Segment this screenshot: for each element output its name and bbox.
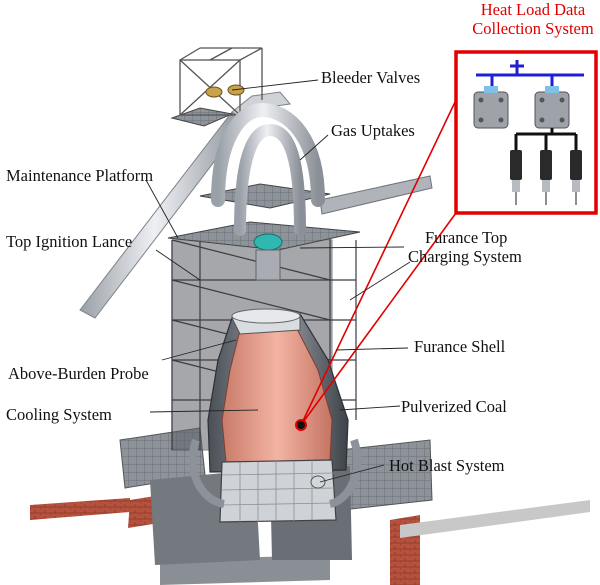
measurement-point-icon: [295, 419, 307, 431]
junction-box-icon: [473, 86, 509, 129]
bleeder-valves: [205, 84, 245, 98]
furnace-hearth: [188, 438, 362, 523]
label-pulverized-coal: Pulverized Coal: [401, 397, 507, 416]
label-bleeder-valves: Bleeder Valves: [321, 68, 421, 87]
inset-title-line2: Collection System: [472, 19, 594, 38]
thermocouple-sensor-icon: [540, 150, 552, 205]
callout-lines: [300, 99, 457, 426]
label-furnace-shell: Furance Shell: [414, 337, 506, 356]
inset-title-line1: Heat Load Data: [480, 0, 586, 19]
label-above-burden-probe: Above-Burden Probe: [8, 364, 149, 383]
label-furnace-top: Furance Top Charging System: [408, 228, 522, 266]
inset-panel: [454, 50, 598, 215]
gas-uptakes: [204, 102, 325, 306]
thermocouple-sensor-icon: [570, 150, 582, 205]
junction-box-icon: [534, 86, 570, 129]
label-cooling-system: Cooling System: [6, 405, 112, 424]
thermocouple-sensor-icon: [510, 150, 522, 205]
inset-title: Heat Load Data Collection System: [466, 0, 600, 38]
leader-lines: [145, 79, 411, 483]
label-gas-uptakes: Gas Uptakes: [331, 121, 415, 140]
conveyor-belt: [319, 175, 433, 215]
label-furnace-top-line2: Charging System: [408, 247, 522, 266]
label-furnace-top-line1: Furance Top: [425, 228, 508, 247]
label-maintenance-platform: Maintenance Platform: [6, 166, 154, 185]
label-top-ignition-lance: Top Ignition Lance: [6, 232, 133, 251]
charging-equipment: [253, 233, 283, 281]
label-hot-blast-system: Hot Blast System: [389, 456, 505, 475]
